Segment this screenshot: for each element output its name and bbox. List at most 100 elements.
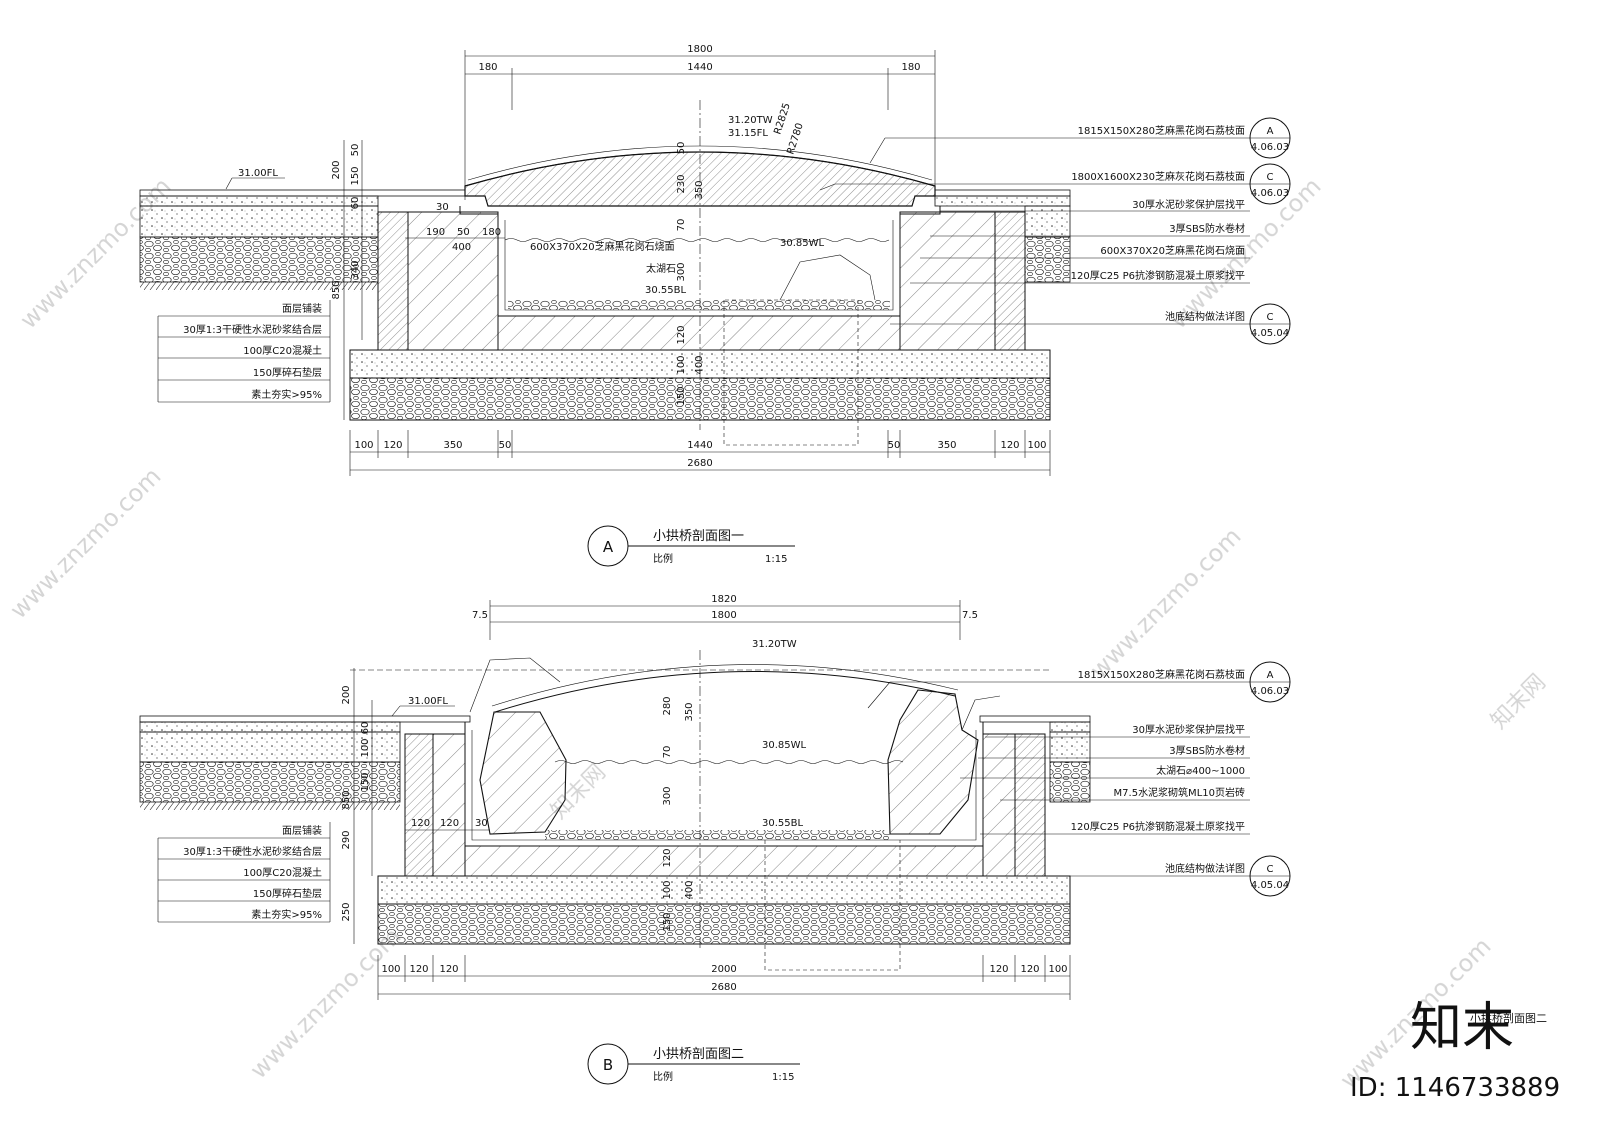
- svg-text:120厚C25 P6抗渗钢筋混凝土原浆找平: 120厚C25 P6抗渗钢筋混凝土原浆找平: [1071, 820, 1245, 833]
- section-b-layer-legend: 面层铺装 30厚1:3干硬性水泥砂浆结合层 100厚C20混凝土 150厚碎石垫…: [157, 822, 331, 923]
- svg-text:100: 100: [1027, 440, 1046, 451]
- svg-text:30.85WL: 30.85WL: [762, 740, 807, 751]
- svg-text:1800X1600X230芝麻灰花岗石荔枝面: 1800X1600X230芝麻灰花岗石荔枝面: [1071, 170, 1245, 183]
- svg-text:2000: 2000: [711, 964, 736, 975]
- section-a-title-block: A 小拱桥剖面图一 比例 1:15: [587, 525, 795, 567]
- elev-r2: R2780: [785, 122, 805, 156]
- svg-text:280: 280: [662, 696, 673, 715]
- svg-text:400: 400: [694, 355, 705, 374]
- watermarks: www.znzmo.com www.znzmo.com www.znzmo.co…: [4, 172, 1550, 1094]
- section-a-walls: [377, 206, 1026, 351]
- svg-text:50: 50: [676, 142, 687, 155]
- section-a-ground-left: [139, 195, 379, 292]
- svg-text:850: 850: [341, 790, 352, 809]
- section-b-ground-left: [139, 715, 471, 812]
- svg-text:2680: 2680: [687, 458, 712, 469]
- svg-text:150: 150: [662, 912, 673, 931]
- label-taihu-stone: 太湖石: [646, 262, 676, 275]
- svg-text:150: 150: [360, 772, 371, 791]
- svg-text:100厚C20混凝土: 100厚C20混凝土: [243, 866, 322, 879]
- svg-text:1440: 1440: [687, 440, 712, 451]
- svg-text:1815X150X280芝麻黑花岗石荔枝面: 1815X150X280芝麻黑花岗石荔枝面: [1078, 124, 1245, 137]
- section-b-bottom-dimensions: 100 120 120 2000 120 120 100 2680: [377, 955, 1071, 1000]
- section-a-title-letter: A: [603, 538, 614, 556]
- section-a-center-vdims: 50 230 350 70 300 120 400 100 150: [676, 142, 705, 406]
- svg-text:A: A: [1267, 670, 1274, 681]
- section-a-callouts: 1815X150X280芝麻黑花岗石荔枝面 1800X1600X230芝麻灰花岗…: [819, 117, 1291, 345]
- svg-text:150: 150: [350, 166, 361, 185]
- dim-total-top: 1800: [687, 44, 712, 55]
- dim-top-center: 1440: [687, 62, 712, 73]
- watermark-site-4: www.znzmo.com: [1084, 522, 1246, 684]
- detail-ref-b2: C 4.05.04: [1249, 855, 1291, 897]
- svg-text:120: 120: [989, 964, 1008, 975]
- svg-text:60: 60: [360, 722, 371, 735]
- watermark-cn-2: 知末网: [1487, 670, 1551, 734]
- svg-text:A: A: [1267, 126, 1274, 137]
- svg-text:1:15: 1:15: [772, 1072, 794, 1083]
- svg-text:300: 300: [676, 262, 687, 281]
- svg-text:350: 350: [684, 702, 695, 721]
- svg-text:350: 350: [937, 440, 956, 451]
- svg-text:4.06.03: 4.06.03: [1251, 686, 1289, 697]
- svg-text:400: 400: [452, 242, 471, 253]
- svg-text:7.5: 7.5: [962, 610, 978, 621]
- svg-text:180: 180: [482, 227, 501, 238]
- svg-text:1815X150X280芝麻黑花岗石荔枝面: 1815X150X280芝麻黑花岗石荔枝面: [1078, 668, 1245, 681]
- svg-text:70: 70: [662, 746, 673, 759]
- section-b-water: [545, 760, 904, 971]
- section-a-left-vdims: 200 50 150 60 340 850: [331, 140, 363, 420]
- svg-text:100: 100: [381, 964, 400, 975]
- label-pond-floor-stone: 600X370X20芝麻黑花岗石烧面: [530, 240, 675, 253]
- section-b-top-dimensions: 1820 7.5 1800 7.5: [472, 594, 978, 640]
- svg-text:60: 60: [350, 197, 361, 210]
- svg-text:100: 100: [1048, 964, 1067, 975]
- svg-text:100厚C20混凝土: 100厚C20混凝土: [243, 344, 322, 357]
- svg-text:30厚1:3干硬性水泥砂浆结合层: 30厚1:3干硬性水泥砂浆结合层: [183, 323, 322, 336]
- svg-text:100: 100: [662, 880, 673, 899]
- svg-text:C: C: [1267, 864, 1274, 875]
- svg-text:池底结构做法详图: 池底结构做法详图: [1165, 862, 1245, 875]
- svg-text:300: 300: [662, 786, 673, 805]
- svg-text:素土夯实>95%: 素土夯实>95%: [251, 388, 322, 401]
- section-a-layer-legend: 面层铺装 30厚1:3干硬性水泥砂浆结合层 100厚C20混凝土 150厚碎石垫…: [157, 300, 331, 403]
- section-a-inner-labels: 600X370X20芝麻黑花岗石烧面 太湖石: [530, 240, 676, 275]
- svg-text:120: 120: [1020, 964, 1039, 975]
- svg-text:100: 100: [360, 738, 371, 757]
- svg-text:190: 190: [426, 227, 445, 238]
- detail-ref-a3: C 4.05.04: [1249, 303, 1291, 345]
- svg-text:120: 120: [676, 325, 687, 344]
- svg-text:120: 120: [409, 964, 428, 975]
- detail-ref-a2: C 4.06.03: [1249, 163, 1291, 205]
- svg-text:面层铺装: 面层铺装: [282, 824, 322, 837]
- svg-text:30厚1:3干硬性水泥砂浆结合层: 30厚1:3干硬性水泥砂浆结合层: [183, 845, 322, 858]
- detail-ref-a1: A 4.06.03: [1249, 117, 1291, 159]
- svg-text:3厚SBS防水卷材: 3厚SBS防水卷材: [1169, 222, 1245, 235]
- svg-text:100: 100: [354, 440, 373, 451]
- elev-r1: R2825: [772, 102, 792, 136]
- section-a-inner-dims: 30 190 50 180 400: [405, 202, 505, 253]
- svg-text:M7.5水泥浆砌筑ML10页岩砖: M7.5水泥浆砌筑ML10页岩砖: [1114, 786, 1245, 799]
- section-b-title-block: B 小拱桥剖面图二 比例 1:15: [587, 1043, 800, 1085]
- section-b-rocks: [469, 657, 1001, 835]
- svg-text:C: C: [1267, 172, 1274, 183]
- section-b-foundation: [377, 875, 1071, 945]
- svg-text:340: 340: [350, 260, 361, 279]
- section-b-walls: [404, 722, 1046, 877]
- svg-text:120: 120: [1000, 440, 1019, 451]
- watermark-brand: 知末: [1410, 998, 1514, 1058]
- section-b-callouts: 1815X150X280芝麻黑花岗石荔枝面 30厚水泥砂浆保护层找平 3厚SBS…: [867, 661, 1291, 897]
- svg-text:120厚C25 P6抗渗钢筋混凝土原浆找平: 120厚C25 P6抗渗钢筋混凝土原浆找平: [1071, 269, 1245, 282]
- detail-ref-b1: A 4.06.03: [1249, 661, 1291, 703]
- svg-text:120: 120: [662, 848, 673, 867]
- svg-text:B: B: [603, 1056, 613, 1074]
- section-b-arch: [350, 664, 1050, 713]
- svg-text:290: 290: [341, 830, 352, 849]
- section-b-ground-right: [979, 715, 1091, 803]
- svg-text:比例: 比例: [653, 1070, 673, 1083]
- dim-top-left: 180: [478, 62, 497, 73]
- svg-text:150: 150: [676, 386, 687, 405]
- elev-bl: 30.55BL: [645, 285, 686, 296]
- svg-text:太湖石⌀400~1000: 太湖石⌀400~1000: [1156, 764, 1245, 777]
